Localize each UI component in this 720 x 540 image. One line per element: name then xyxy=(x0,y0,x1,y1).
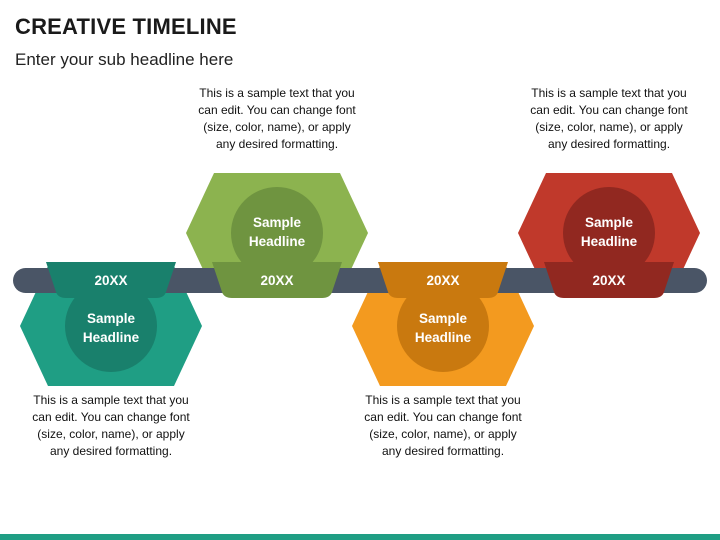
step-2-year-tab xyxy=(212,262,342,298)
step-1-year: 20XX xyxy=(94,273,128,288)
page-subtitle: Enter your sub headline here xyxy=(15,50,234,69)
step-2-year: 20XX xyxy=(260,273,294,288)
step-3-circle xyxy=(397,280,489,372)
step-4-year: 20XX xyxy=(592,273,626,288)
step-3-year-tab xyxy=(378,262,508,298)
step-1-description: This is a sample text that you can edit.… xyxy=(32,393,190,458)
bottom-accent-bar xyxy=(0,534,720,540)
step-4-description: This is a sample text that you can edit.… xyxy=(530,86,688,151)
step-3-description: This is a sample text that you can edit.… xyxy=(364,393,522,458)
step-4-circle xyxy=(563,187,655,279)
timeline-bar xyxy=(13,268,707,293)
step-1-year-tab xyxy=(46,262,176,298)
step-4-year-tab xyxy=(544,262,674,298)
step-3-year: 20XX xyxy=(426,273,460,288)
step-2-description: This is a sample text that you can edit.… xyxy=(198,86,356,151)
step-2-circle xyxy=(231,187,323,279)
page-title: CREATIVE TIMELINE xyxy=(15,14,237,39)
step-1-circle xyxy=(65,280,157,372)
